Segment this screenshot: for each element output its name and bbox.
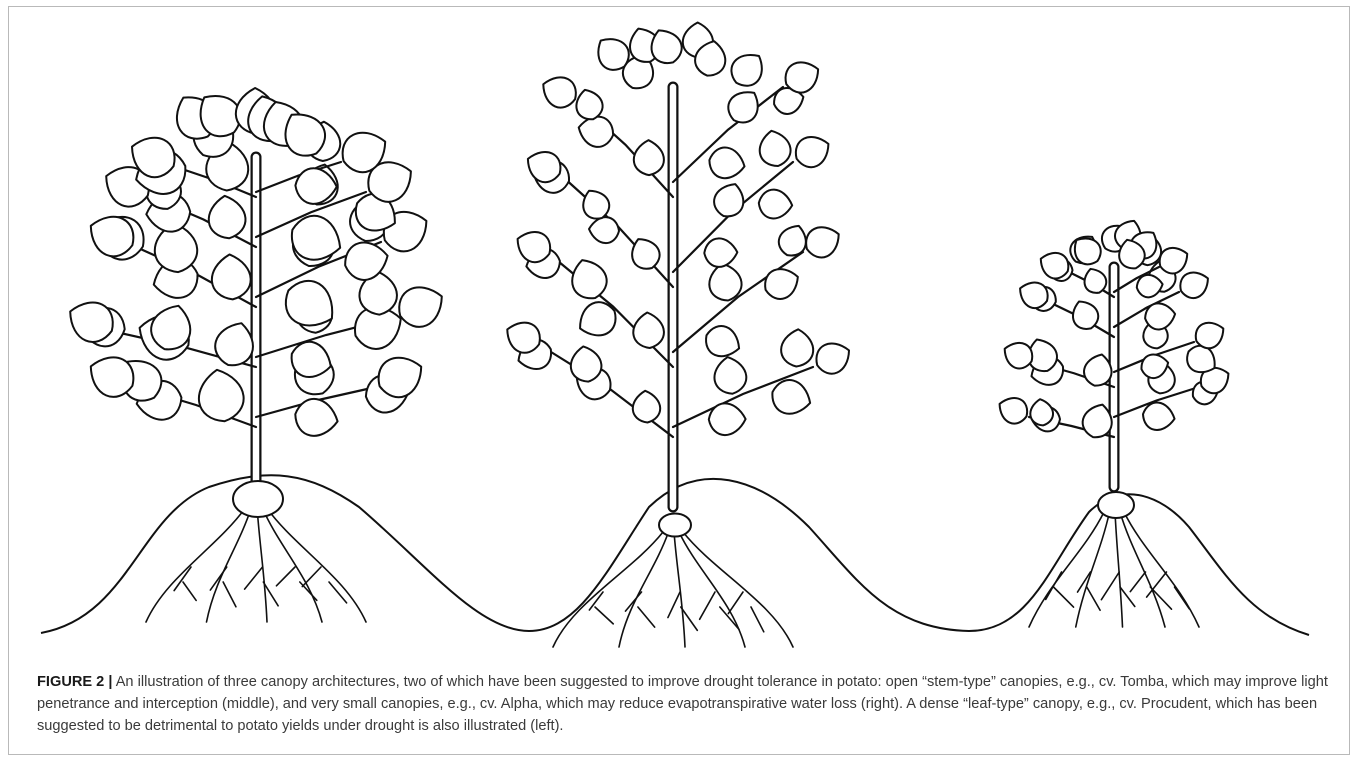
root	[245, 567, 263, 589]
root	[1120, 512, 1165, 627]
root	[302, 567, 321, 587]
root	[751, 607, 764, 632]
leaf	[756, 128, 793, 169]
potato-canopy-illustration	[9, 7, 1349, 657]
leaf	[626, 233, 665, 274]
root	[1076, 512, 1110, 627]
root	[223, 582, 236, 607]
root	[1101, 572, 1119, 600]
leaf	[566, 254, 612, 303]
root	[210, 567, 226, 590]
root	[1124, 512, 1199, 627]
plant-stem-type	[501, 22, 855, 647]
root	[638, 607, 655, 627]
leaf	[994, 392, 1032, 428]
leaf	[1176, 267, 1214, 303]
root	[668, 592, 680, 618]
root	[1175, 587, 1190, 609]
leaf	[790, 130, 835, 172]
figure-caption-text: An illustration of three canopy architec…	[37, 674, 1328, 734]
root	[679, 532, 745, 647]
tuber	[659, 513, 691, 536]
leaf	[712, 355, 749, 396]
figure-caption: FIGURE 2 | An illustration of three cano…	[37, 671, 1337, 737]
root	[674, 532, 685, 647]
root	[700, 592, 715, 619]
root	[300, 582, 317, 600]
root	[728, 592, 743, 614]
leaf	[588, 216, 620, 244]
leaf	[632, 390, 662, 424]
root	[207, 507, 252, 622]
leaf	[704, 238, 738, 267]
root	[329, 582, 347, 603]
leaf	[758, 189, 793, 220]
leaf	[537, 71, 582, 113]
root	[595, 607, 613, 624]
leaf	[634, 140, 665, 175]
leaf	[760, 263, 803, 304]
leaf	[210, 253, 252, 301]
leaf	[709, 403, 746, 435]
leaf	[725, 46, 771, 92]
plant-leaf-type	[62, 85, 450, 622]
root	[619, 532, 669, 647]
leaf	[292, 396, 340, 440]
root	[1054, 587, 1074, 607]
leaf	[573, 296, 622, 343]
leaf	[780, 328, 814, 367]
root	[276, 567, 295, 586]
leaf	[195, 366, 247, 424]
root	[1115, 512, 1123, 627]
figure-label: FIGURE 2 |	[37, 674, 112, 690]
root	[262, 507, 322, 622]
tuber	[1098, 492, 1134, 518]
leaf	[206, 194, 247, 240]
root	[183, 582, 196, 600]
leaf	[707, 145, 747, 181]
root	[683, 532, 793, 647]
leaf	[999, 337, 1037, 373]
leaf	[701, 321, 745, 362]
root	[1087, 587, 1100, 610]
leaf	[632, 311, 665, 349]
leaf	[811, 337, 856, 379]
root	[1130, 572, 1145, 592]
root	[257, 507, 267, 622]
leaf	[710, 179, 749, 221]
plant-small	[994, 216, 1234, 627]
branch	[673, 252, 803, 352]
figure-frame: FIGURE 2 | An illustration of three cano…	[8, 6, 1350, 755]
root	[1150, 587, 1171, 609]
root	[553, 532, 663, 647]
leaf	[801, 220, 846, 262]
tuber	[233, 481, 283, 517]
root	[1120, 587, 1135, 607]
